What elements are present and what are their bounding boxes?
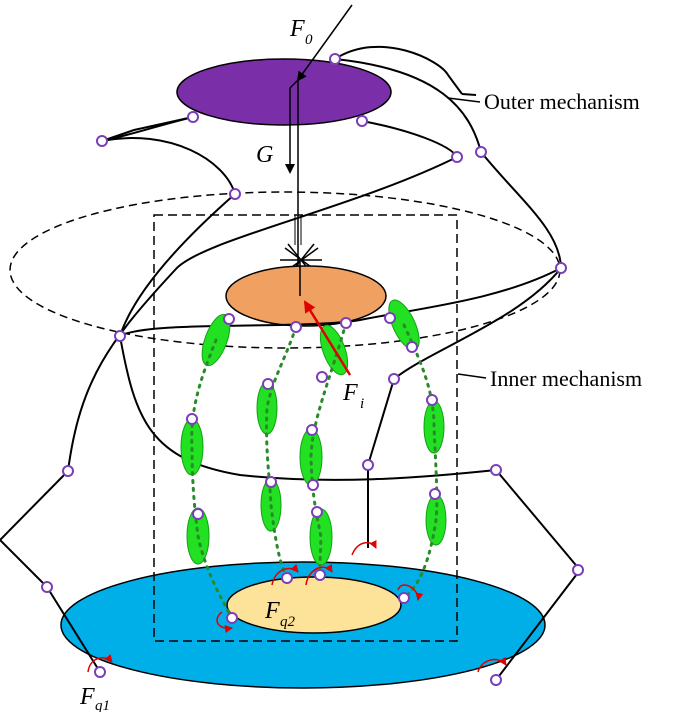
f0-subscript: 0: [305, 32, 313, 48]
force-f0-line: [296, 4, 353, 82]
torque-arrows: [87, 539, 507, 673]
outer-leader-line: [447, 97, 481, 103]
f0-label: F: [289, 16, 305, 42]
fq2-subscript: q2: [280, 614, 296, 630]
inner-leader-line: [457, 373, 487, 379]
fi-label: F: [342, 380, 358, 406]
middle-platform: [225, 265, 387, 327]
g-label: G: [256, 142, 273, 168]
fi-subscript: i: [360, 396, 364, 412]
inner-mechanism-label: Inner mechanism: [490, 366, 642, 391]
fq1-subscript: q1: [95, 698, 110, 712]
outer-mechanism-label: Outer mechanism: [484, 89, 640, 114]
fq1-label: F: [79, 684, 95, 710]
force-f0-line-2: [289, 79, 299, 89]
top-platform: [176, 58, 392, 126]
inner-base-platform: [226, 576, 402, 634]
outer-links: [0, 45, 582, 681]
force-fi-arrow: [303, 300, 352, 376]
fq2-label: F: [264, 598, 280, 624]
joints: [41, 53, 584, 686]
